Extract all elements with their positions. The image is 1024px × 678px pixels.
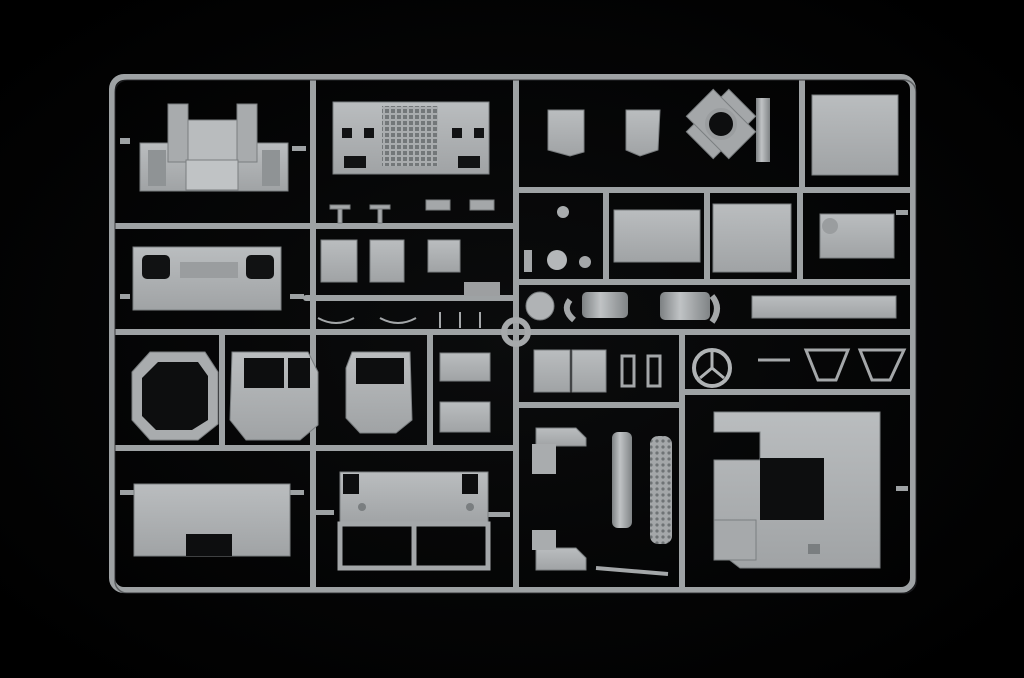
part-rear-panel xyxy=(133,483,291,557)
part-battery-pair xyxy=(533,349,607,393)
part-seat-assembly xyxy=(139,103,289,192)
part-hood-box xyxy=(712,203,792,273)
part-door-right xyxy=(345,351,413,434)
part-exhaust-row xyxy=(525,291,720,324)
sprue-gate-ring xyxy=(501,317,531,347)
part-dashboard-panel xyxy=(132,246,282,311)
part-engine-cover xyxy=(613,209,701,263)
part-cab-floor xyxy=(713,411,881,569)
frame-shadow xyxy=(114,79,917,594)
part-mudguard-pair xyxy=(547,109,661,157)
part-door-frame-left xyxy=(131,351,219,441)
part-cab-roof-panel xyxy=(811,94,899,176)
part-door-left xyxy=(229,351,319,441)
part-mirror-frames xyxy=(758,348,907,382)
part-drive-shaft xyxy=(595,566,669,576)
part-fan-hub xyxy=(685,88,770,162)
part-air-tanks xyxy=(532,427,587,571)
part-chassis-frame xyxy=(337,471,491,571)
part-seat-boxes xyxy=(320,239,500,296)
part-toolboxes xyxy=(439,352,491,433)
part-engine-block xyxy=(819,213,895,259)
part-small-frames xyxy=(620,354,662,388)
part-steering-wheel xyxy=(692,348,732,388)
part-small-round-items xyxy=(524,206,591,272)
part-wipers xyxy=(317,312,481,328)
sprue-frame xyxy=(109,74,916,593)
part-side-rail xyxy=(751,295,897,319)
part-brackets-row xyxy=(329,199,495,224)
part-muffler xyxy=(612,432,672,544)
part-grille-panel xyxy=(332,101,490,175)
gate-stubs xyxy=(120,138,908,517)
